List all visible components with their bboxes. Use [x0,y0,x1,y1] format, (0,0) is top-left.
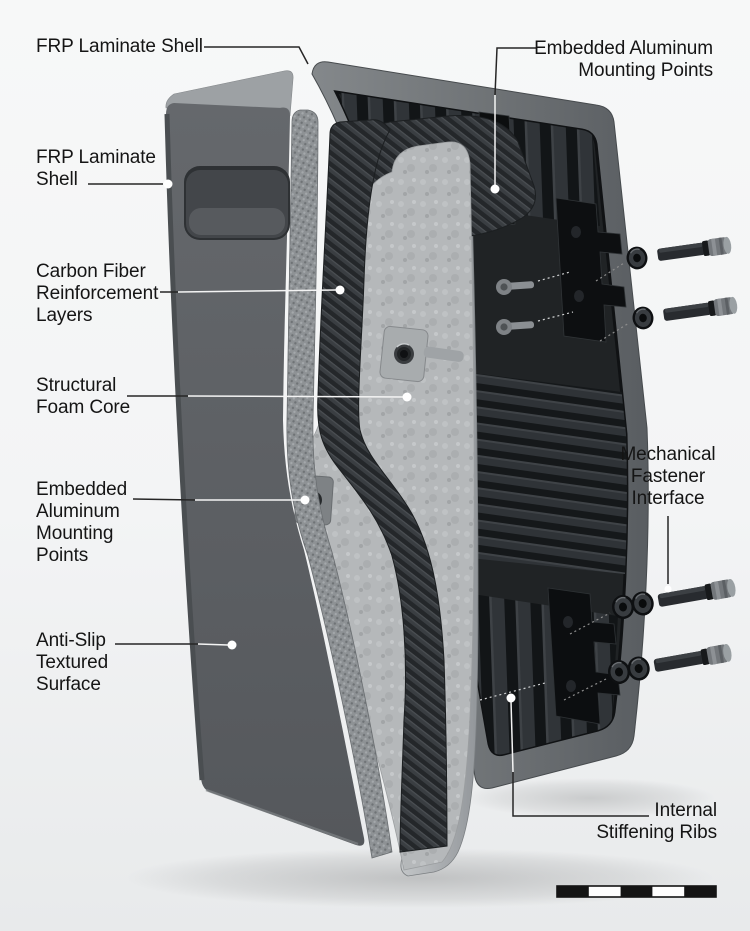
inserted-screw [496,319,535,335]
fastener-rail [555,197,627,343]
label-structural-foam-core: Structural Foam Core [36,375,131,418]
inserted-screw [496,279,535,295]
anti-slip-texture-strip [286,109,393,859]
scale-bar [556,885,717,898]
label-carbon-fiber-reinforcement-layers: Carbon Fiber Reinforcement Layers [36,261,159,326]
label-mechanical-fastener-interface: Mechanical Fastener Interface [620,444,716,509]
leader-line [177,95,514,773]
front-shell-face [166,103,365,846]
alignment-dashes [479,271,574,701]
front-shell-bottom-edge [205,788,359,846]
front-shell-left-edge [164,113,205,781]
fastener-bolt [624,236,733,272]
handle-recess [184,166,290,240]
label-frp-laminate-shell-left: FRP Laminate Shell [36,147,156,190]
label-embedded-aluminum-mounting-points-top: Embedded Aluminum Mounting Points [534,38,713,81]
leader-line [88,46,669,817]
fastener-bolt [630,296,739,332]
leader-dot [163,179,672,703]
front-shell [164,70,365,846]
carbon-fiber-layer [317,119,448,853]
cross-pin [423,346,464,362]
label-anti-slip-textured-surface: Anti-Slip Textured Surface [36,630,109,695]
alignment-dashes [563,262,630,701]
label-internal-stiffening-ribs: Internal Stiffening Ribs [596,800,717,843]
label-embedded-aluminum-mounting-points-left: Embedded Aluminum Mounting Points [36,479,128,566]
label-frp-laminate-shell-top: FRP Laminate Shell [36,36,203,57]
